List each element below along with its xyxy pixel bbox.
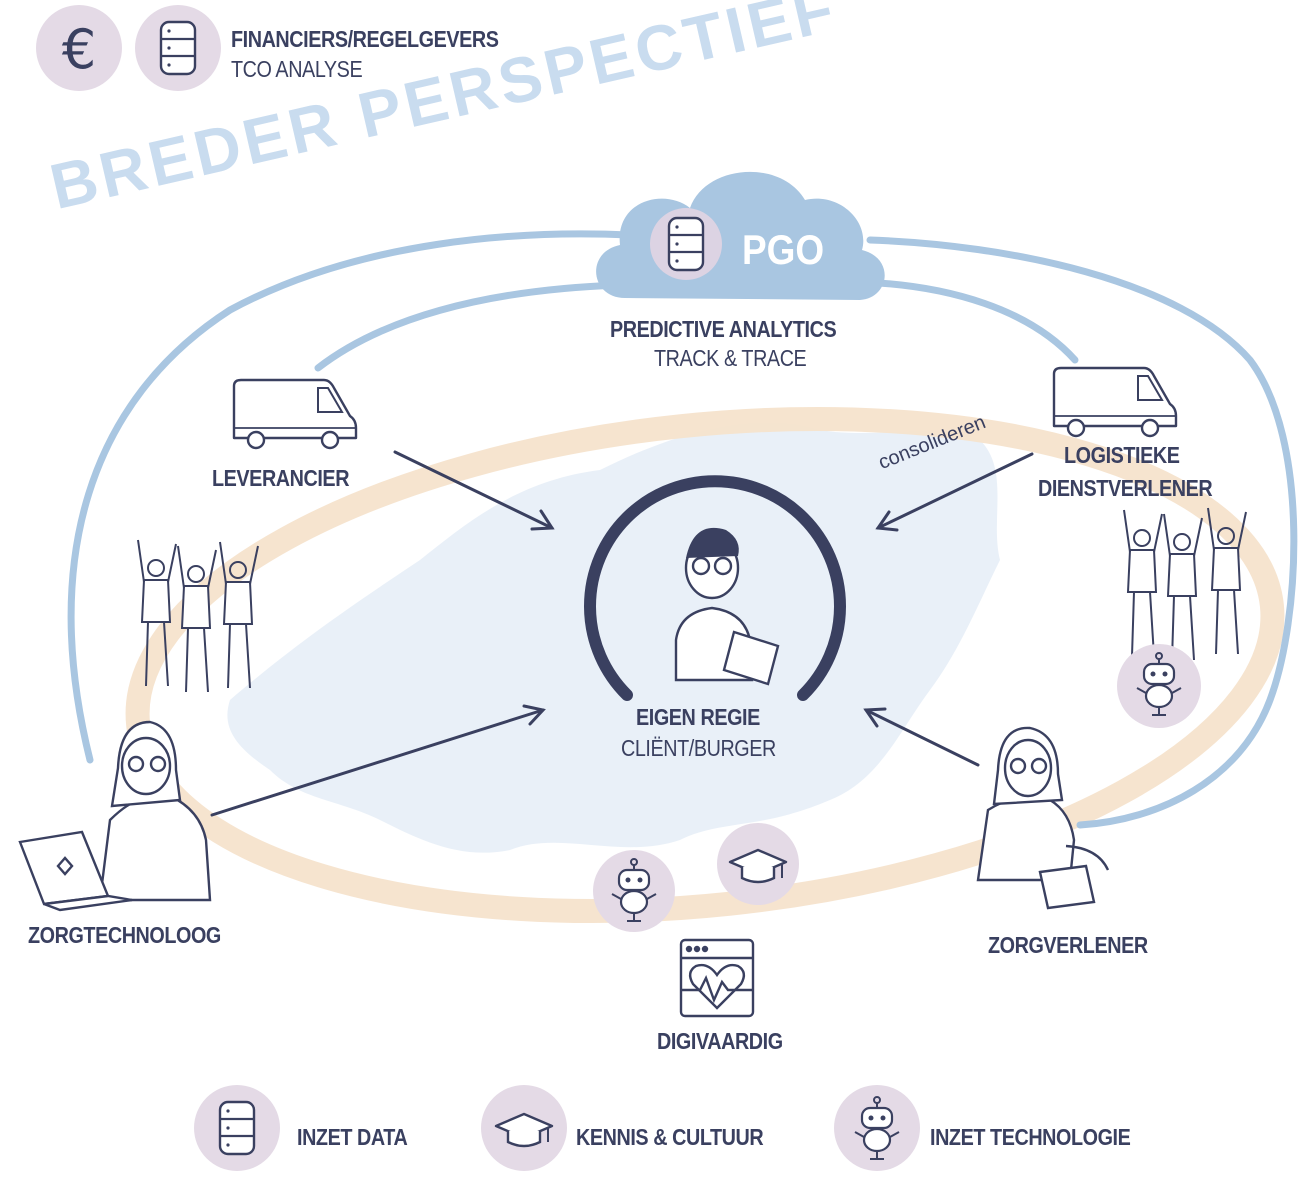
predictive-analytics-label: PREDICTIVE ANALYTICS bbox=[610, 316, 837, 342]
euro-badge bbox=[36, 5, 122, 91]
digivaardig-label: DIGIVAARDIG bbox=[657, 1028, 783, 1054]
eigen-regie-label: EIGEN REGIE bbox=[636, 704, 760, 730]
heart-monitor-icon bbox=[679, 938, 755, 1018]
legend-database-icon bbox=[218, 1100, 256, 1156]
zorgverlener-label: ZORGVERLENER bbox=[988, 932, 1148, 958]
outer-blue-loop bbox=[67, 230, 1298, 829]
header-subtitle: TCO ANALYSE bbox=[231, 56, 363, 82]
inner-blue-arc bbox=[314, 278, 1079, 372]
arrows bbox=[210, 450, 1034, 817]
header-database-icon bbox=[159, 20, 197, 76]
legend-label-data: INZET DATA bbox=[297, 1124, 408, 1150]
logistiek-label-1: LOGISTIEKE bbox=[1064, 442, 1180, 468]
pgo-label: PGO bbox=[742, 226, 825, 273]
logistiek-van-icon bbox=[1052, 366, 1178, 438]
zorgtechnoloog-figure bbox=[18, 720, 212, 912]
leverancier-label: LEVERANCIER bbox=[212, 465, 350, 491]
svg-text:€: € bbox=[62, 18, 96, 81]
leverancier-van-icon bbox=[232, 378, 358, 450]
legend-label-kennis: KENNIS & CULTUUR bbox=[576, 1124, 764, 1150]
client-burger-label: CLIËNT/BURGER bbox=[621, 735, 776, 761]
zorgtechnoloog-label: ZORGTECHNOLOOG bbox=[28, 922, 221, 948]
pgo-database-icon bbox=[667, 216, 705, 272]
pgo-cloud bbox=[596, 171, 885, 300]
center-arc bbox=[584, 475, 846, 701]
client-figure bbox=[674, 527, 780, 686]
logistiek-label-2: DIENSTVERLENER bbox=[1038, 475, 1213, 501]
header-title: FINANCIERS/REGELGEVERS bbox=[231, 26, 499, 52]
track-trace-label: TRACK & TRACE bbox=[654, 345, 807, 371]
zorgverlener-figure bbox=[976, 726, 1110, 910]
legend-label-technologie: INZET TECHNOLOGIE bbox=[930, 1124, 1131, 1150]
